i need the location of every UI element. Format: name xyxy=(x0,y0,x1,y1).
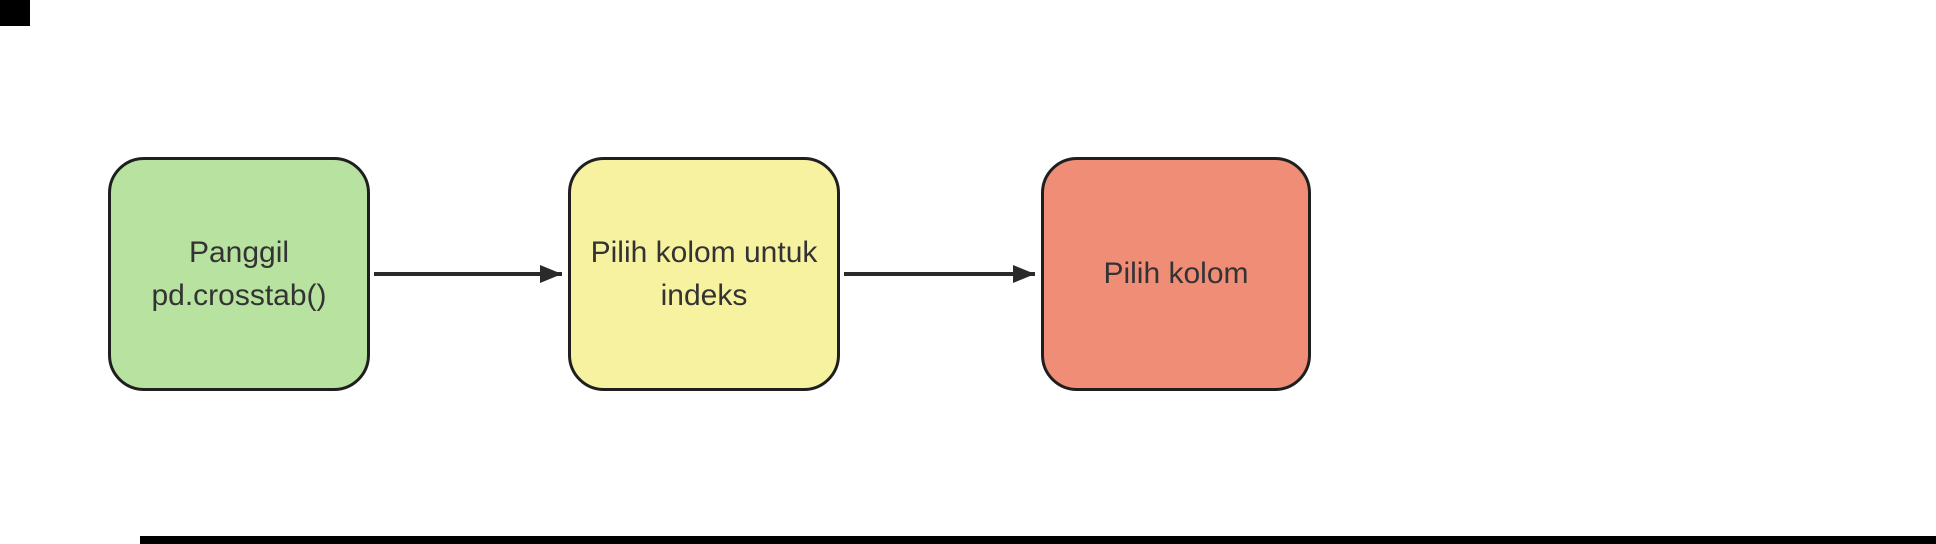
node-label: Pilih kolom untuk indeks xyxy=(590,235,818,313)
node-panggil-crosstab: Panggil pd.crosstab() xyxy=(108,157,370,391)
node-label: Panggil pd.crosstab() xyxy=(151,235,327,313)
node-pilih-kolom-indeks: Pilih kolom untuk indeks xyxy=(568,157,840,391)
top-left-black-mark xyxy=(0,0,30,26)
node-label: Pilih kolom xyxy=(1103,257,1249,291)
bottom-black-bar xyxy=(140,536,1936,544)
node-pilih-kolom: Pilih kolom xyxy=(1041,157,1311,391)
